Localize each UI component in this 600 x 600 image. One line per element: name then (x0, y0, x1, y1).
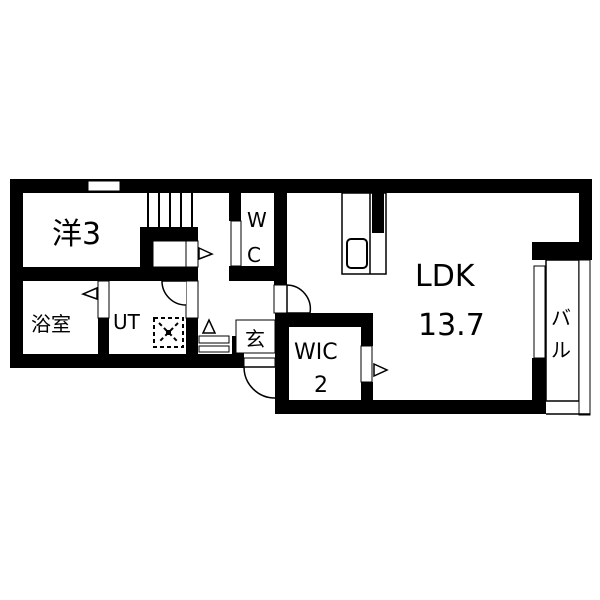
ldk-door-swing (286, 284, 312, 314)
balcony-label-2: ル (551, 338, 571, 362)
wc-label-c: C (247, 243, 261, 267)
utility-door-swing (161, 280, 187, 306)
bathroom-door (97, 280, 110, 319)
door-arrow-icon (80, 286, 98, 301)
stairs (147, 193, 193, 227)
storage-door (185, 240, 199, 268)
walls (10, 179, 592, 414)
balcony-window (533, 265, 546, 359)
door-arrow-icon (373, 362, 389, 378)
sink-icon (346, 238, 368, 269)
balcony-rail (578, 259, 591, 416)
entrance-label: 玄 (245, 327, 265, 351)
utility-door-frame (185, 280, 199, 319)
ldk-size: 13.7 (418, 308, 485, 343)
bathroom-label: 浴室 (31, 312, 71, 336)
kitchen-counter (341, 192, 387, 275)
entrance-door-frame (243, 357, 276, 368)
balcony-area (545, 259, 580, 402)
ldk-door-frame (273, 284, 288, 314)
window-western-room (87, 180, 121, 192)
entrance-door-swing (243, 366, 276, 399)
step-arrow-icon (201, 318, 217, 334)
wc-door (230, 220, 242, 267)
western-room-label: 洋3 (52, 217, 101, 252)
entrance-step (198, 335, 230, 344)
shoe-cabinet (235, 319, 276, 354)
wic-room (289, 327, 361, 400)
wc-label-w: W (247, 208, 267, 232)
wic-label: WIC (294, 340, 338, 365)
ldk-label: LDK (415, 259, 476, 294)
wic-size: 2 (314, 373, 328, 398)
storage-closet (152, 240, 187, 268)
utility-label: UT (113, 310, 141, 334)
entrance-step-lower (198, 345, 230, 353)
wic-door (360, 345, 373, 383)
wc-room (241, 193, 274, 266)
door-arrow-icon (198, 246, 214, 261)
washing-machine-pan-icon (153, 317, 184, 348)
balcony-label-1: バ (551, 306, 571, 330)
